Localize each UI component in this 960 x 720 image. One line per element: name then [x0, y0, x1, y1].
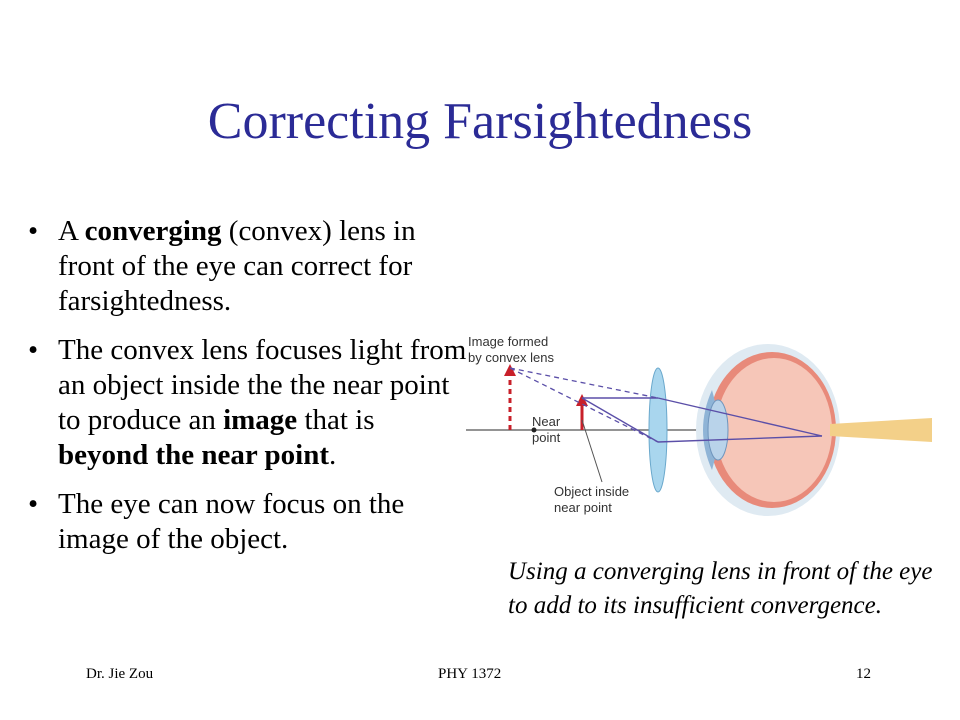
near-label-line2: point	[532, 430, 561, 445]
bullet-list: • A converging (convex) lens in front of …	[28, 214, 468, 571]
near-point-dot	[531, 427, 537, 433]
ray-1b	[657, 397, 823, 437]
eye-lens-diagram: Image formed by convex lens Near point O…	[466, 334, 932, 516]
convex-lens	[648, 367, 668, 493]
bullet-item: • A converging (convex) lens in front of …	[28, 214, 468, 319]
footer-course: PHY 1372	[438, 666, 502, 682]
bullet-text: The eye can now focus on the image of th…	[58, 488, 405, 555]
footer-page-number: 12	[856, 666, 871, 682]
eye-illustration	[696, 344, 932, 516]
virtual-ray-1	[509, 367, 659, 399]
bullet-item: • The eye can now focus on the image of t…	[28, 487, 468, 557]
bullet-dot: •	[28, 215, 39, 247]
slide-title: Correcting Farsightedness	[207, 93, 753, 150]
bullet-bold-text: converging	[84, 215, 222, 247]
object-label-line2: near point	[554, 500, 612, 515]
object-label-line1: Object inside	[554, 484, 629, 499]
footer-author: Dr. Jie Zou	[86, 666, 154, 682]
ray-2b	[657, 435, 823, 443]
bullet-text: The convex lens focuses light from an ob…	[58, 334, 467, 436]
bullet-item: • The convex lens focuses light from an o…	[28, 333, 468, 473]
ray-2a	[581, 397, 659, 443]
bullet-bold-text: beyond the near point	[58, 439, 329, 471]
near-label-line1: Near	[532, 414, 561, 429]
bullet-text: A	[58, 215, 85, 247]
image-label-line2: by convex lens	[468, 350, 554, 365]
bullet-bold-text: image	[223, 404, 298, 436]
bullet-text: (convex) lens in front of the eye can co…	[58, 215, 416, 317]
bullet-dot: •	[28, 488, 39, 520]
virtual-ray-2	[509, 367, 659, 443]
bullet-text: that is	[297, 404, 375, 436]
bullet-dot: •	[28, 334, 39, 366]
image-label-line1: Image formed	[468, 334, 548, 349]
bullet-text: .	[328, 439, 337, 471]
object-leader-line	[581, 419, 603, 483]
figure-caption: Using a converging lens in front of the …	[508, 558, 933, 619]
